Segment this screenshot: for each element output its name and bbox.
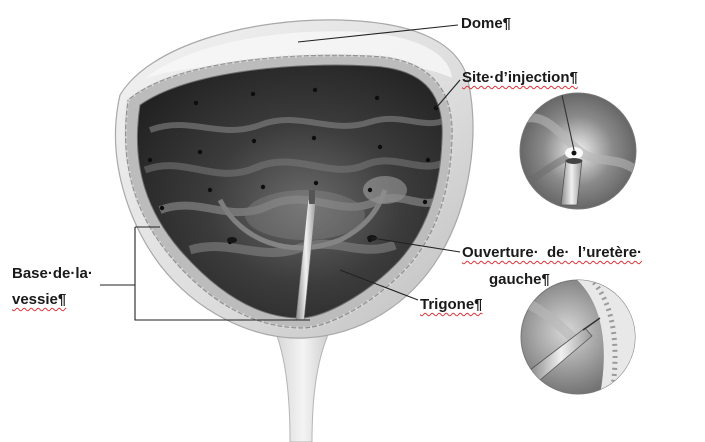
label-ouverture-line2: gauche¶ [489, 272, 550, 287]
label-dome: Dome¶ [461, 16, 511, 31]
inset-ureter-closeup [520, 278, 635, 395]
label-trigone: Trigone¶ [420, 297, 483, 312]
ureteral-orifice-right [227, 237, 237, 243]
inset-injection-closeup [520, 93, 636, 209]
label-ouverture-line1: Ouverture· de· l’uretère· [462, 245, 642, 260]
label-site-injection: Site·d’injection¶ [462, 70, 578, 85]
label-base-line1: Base·de·la· [12, 266, 93, 281]
label-base-line2: vessie¶ [12, 292, 66, 307]
